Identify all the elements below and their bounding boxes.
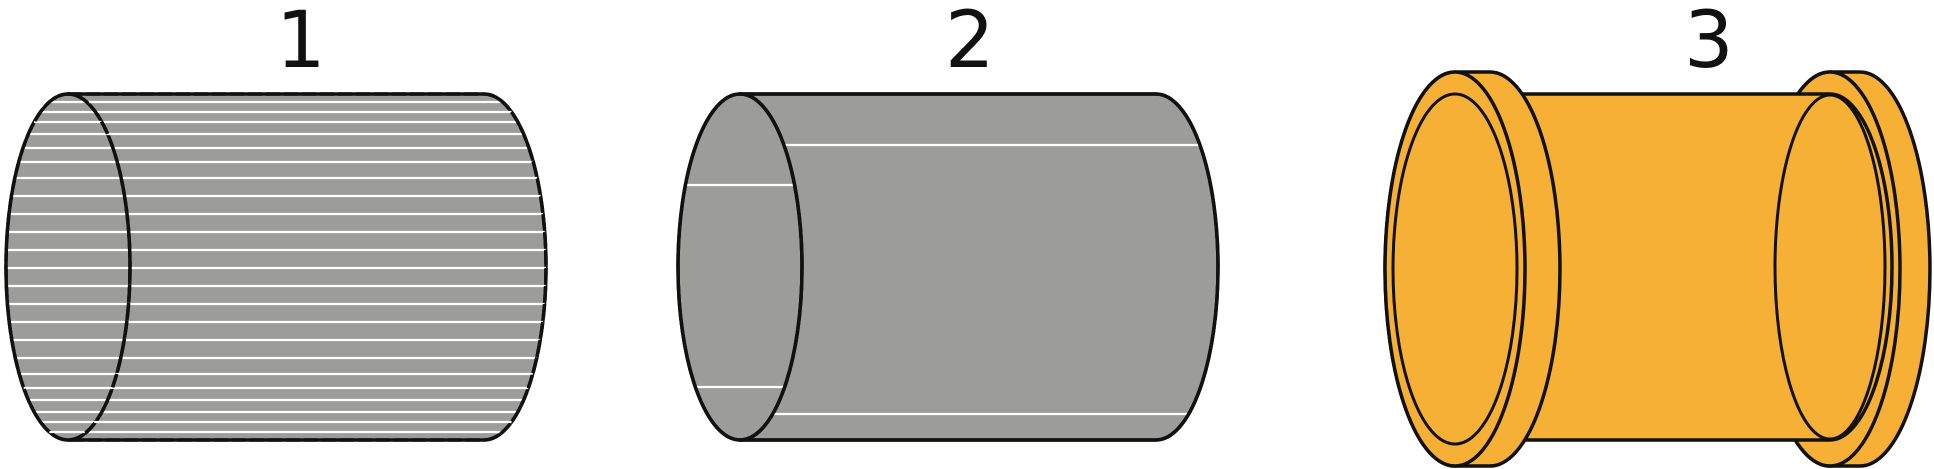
- cylinder-3: [1383, 70, 1932, 468]
- cylinder-2-stripes: [685, 143, 1200, 416]
- label-3: 3: [1684, 0, 1734, 86]
- cylinder-3-body-end-ring: [1773, 93, 1887, 441]
- cylinder-3-body: [1498, 92, 1894, 442]
- cylinder-1: [4, 92, 548, 442]
- cylinder-1-stripes: [6, 100, 546, 434]
- cylinder-2: [676, 92, 1220, 442]
- cylinder-1-end-outline: [4, 92, 132, 442]
- label-2: 2: [945, 0, 995, 86]
- cylinder-2-outline: [740, 92, 1220, 442]
- cylinder-2-end-outline: [676, 92, 804, 442]
- cylinder-3-left-bore: [1391, 92, 1519, 446]
- label-1: 1: [276, 0, 326, 86]
